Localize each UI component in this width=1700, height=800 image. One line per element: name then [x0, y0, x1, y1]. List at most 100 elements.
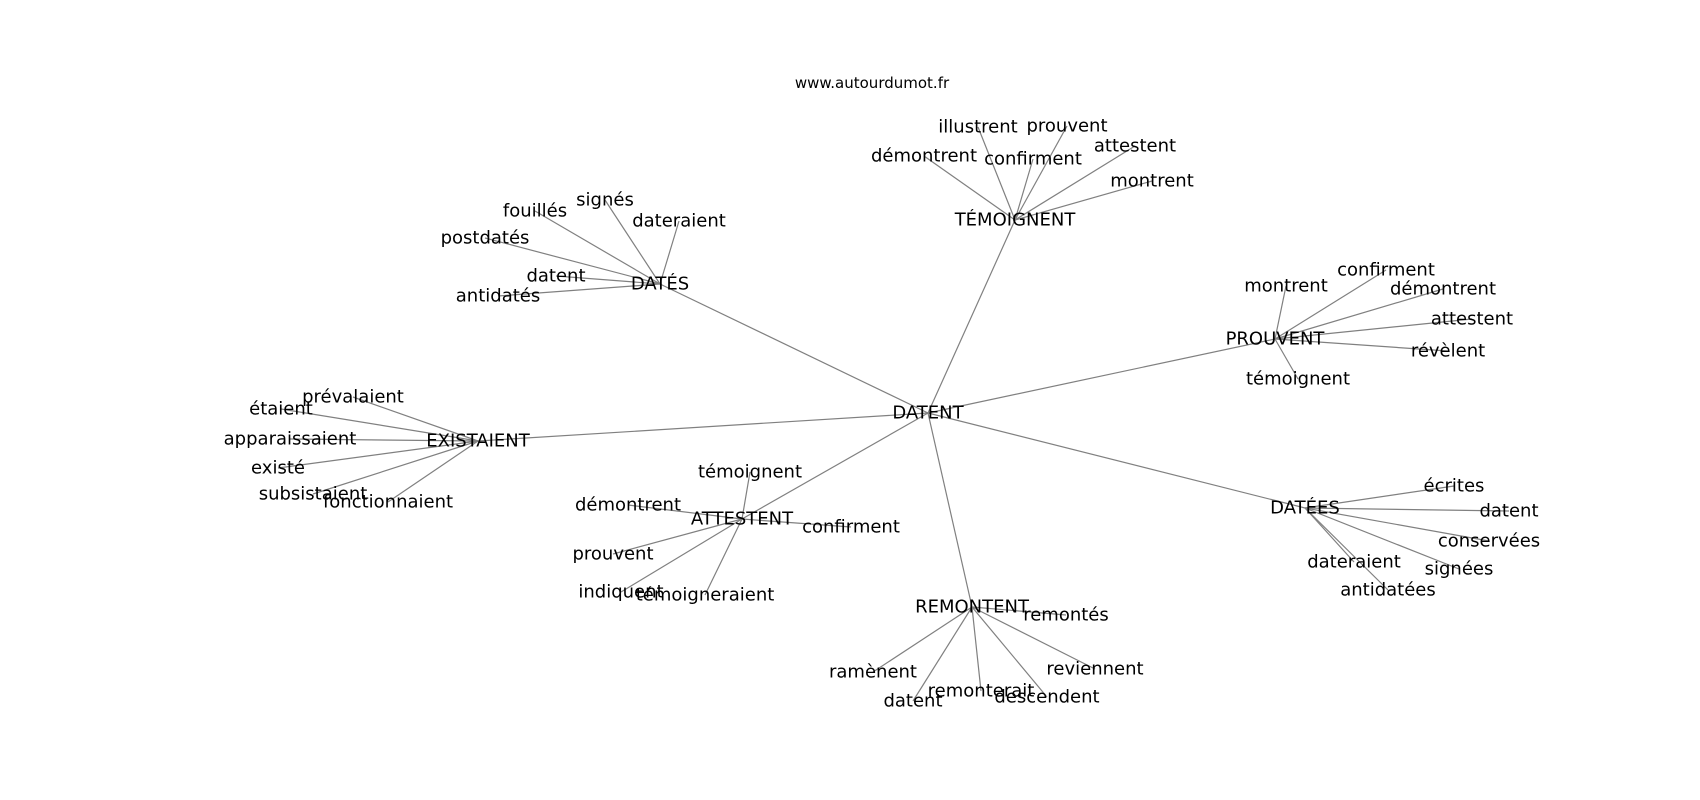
leaf-node-label: dateraient: [1307, 552, 1401, 573]
leaf-node-label: démontrent: [1390, 279, 1496, 300]
edge-hub-to-leaf: [741, 518, 852, 528]
edge-hub-to-leaf: [971, 606, 982, 692]
leaf-node-label: démontrent: [575, 495, 681, 516]
leaf-node-label: confirment: [984, 149, 1082, 170]
edge-center-to-hub: [477, 412, 929, 442]
leaf-node-label: confirment: [802, 517, 900, 538]
edge-hub-to-leaf: [1274, 338, 1449, 352]
leaf-node-label: témoignent: [698, 462, 802, 483]
edge-hub-to-leaf: [534, 210, 661, 285]
leaf-node-label: témoignent: [1246, 369, 1350, 390]
edge-center-to-hub: [659, 283, 929, 414]
leaf-node-label: descendent: [994, 687, 1099, 708]
leaf-node-label: antidatés: [456, 286, 540, 307]
edge-hub-to-leaf: [604, 199, 661, 285]
hub-node-label: ATTESTENT: [691, 509, 794, 530]
leaf-node-label: subsistaient: [259, 484, 368, 505]
hub-node-label: DATÉES: [1270, 497, 1340, 519]
leaf-node-label: attestent: [1431, 309, 1513, 330]
edge-hub-to-leaf: [971, 606, 1067, 616]
edge-hub-to-leaf: [1274, 318, 1473, 340]
leaf-node-label: attestent: [1094, 136, 1176, 157]
edge-hub-to-leaf: [1274, 288, 1444, 340]
edge-hub-to-leaf: [659, 220, 680, 285]
edge-hub-to-leaf: [1304, 507, 1510, 512]
edge-hub-to-leaf: [1304, 507, 1389, 591]
leaf-node-label: datent: [883, 691, 942, 712]
leaf-node-label: fouillés: [503, 201, 567, 222]
hub-node-label: PROUVENT: [1226, 329, 1326, 350]
leaf-node-label: prouvent: [572, 544, 653, 565]
leaf-node-label: confirment: [1337, 260, 1435, 281]
edge-hub-to-leaf: [352, 396, 479, 442]
leaf-node-label: indiquent: [578, 582, 663, 603]
edge-hub-to-leaf: [1274, 285, 1287, 340]
leaf-node-label: montrent: [1110, 171, 1194, 192]
leaf-node-label: apparaissaient: [224, 429, 357, 450]
center-node-label: DATENT: [892, 403, 964, 424]
edge-hub-to-leaf: [555, 275, 661, 285]
leaf-node-label: signées: [1425, 559, 1494, 580]
edge-hub-to-leaf: [627, 504, 743, 520]
edge-hub-to-leaf: [277, 440, 479, 469]
leaf-node-label: postdatés: [441, 228, 530, 249]
leaf-node-label: datent: [526, 266, 585, 287]
edge-hub-to-leaf: [1274, 269, 1387, 340]
hub-node-label: REMONTENT: [915, 597, 1030, 618]
edge-hub-to-leaf: [971, 606, 1048, 698]
leaf-node-label: prévalaient: [302, 387, 404, 408]
leaf-node-label: conservées: [1438, 531, 1540, 552]
edge-hub-to-leaf: [923, 155, 1016, 221]
edge-hub-to-leaf: [620, 518, 743, 593]
edge-hub-to-leaf: [741, 471, 751, 520]
hub-node-label: TÉMOIGNENT: [954, 209, 1077, 231]
leaf-node-label: remonterait: [928, 681, 1035, 702]
watermark-text: www.autourdumot.fr: [795, 74, 950, 92]
edge-hub-to-leaf: [977, 126, 1016, 221]
edge-hub-to-leaf: [280, 408, 479, 442]
leaf-node-label: ramènent: [829, 662, 917, 683]
leaf-node-label: montrent: [1244, 276, 1328, 297]
edge-hub-to-leaf: [872, 606, 973, 673]
edges-layer: [277, 125, 1510, 702]
edge-center-to-hub: [927, 412, 973, 608]
edge-hub-to-leaf: [912, 606, 973, 702]
edge-hub-to-leaf: [1304, 507, 1460, 570]
edge-hub-to-leaf: [971, 606, 1096, 670]
edge-hub-to-leaf: [497, 283, 661, 297]
leaf-node-label: signés: [576, 190, 634, 211]
edge-hub-to-leaf: [1304, 485, 1455, 509]
leaf-node-label: existé: [251, 458, 305, 479]
edge-center-to-hub: [927, 338, 1276, 414]
edge-hub-to-leaf: [1014, 145, 1136, 221]
hub-node-label: DATÉS: [631, 273, 689, 295]
leaf-node-label: antidatées: [1340, 580, 1436, 601]
edge-hub-to-leaf: [612, 518, 743, 555]
leaf-node-label: prouvent: [1026, 116, 1107, 137]
leaf-node-label: reviennent: [1046, 659, 1143, 680]
edge-hub-to-leaf: [1274, 338, 1299, 380]
edge-center-to-hub: [741, 412, 929, 520]
edge-hub-to-leaf: [387, 440, 479, 503]
edge-hub-to-leaf: [289, 438, 479, 442]
leaf-node-label: fonctionnaient: [323, 492, 453, 513]
leaf-node-label: datent: [1479, 501, 1538, 522]
leaf-node-label: remontés: [1023, 605, 1109, 626]
leaf-node-label: étaient: [249, 399, 313, 420]
edge-hub-to-leaf: [1014, 180, 1153, 221]
edge-center-to-hub: [927, 219, 1016, 414]
edge-hub-to-leaf: [484, 237, 661, 285]
edge-hub-to-leaf: [704, 518, 743, 596]
edge-center-to-hub: [927, 412, 1306, 509]
leaf-node-label: dateraient: [632, 211, 726, 232]
labels-layer: DATENT TÉMOIGNENT illustrent prouvent démont…: [224, 116, 1541, 712]
edge-hub-to-leaf: [1014, 158, 1034, 221]
leaf-node-label: témoigneraient: [636, 585, 775, 606]
edge-hub-to-leaf: [312, 440, 479, 495]
leaf-node-label: démontrent: [871, 146, 977, 167]
leaf-node-label: illustrent: [938, 117, 1017, 138]
edge-hub-to-leaf: [1014, 125, 1068, 221]
edge-hub-to-leaf: [1304, 507, 1490, 542]
hub-node-label: EXISTAIENT: [426, 431, 530, 452]
